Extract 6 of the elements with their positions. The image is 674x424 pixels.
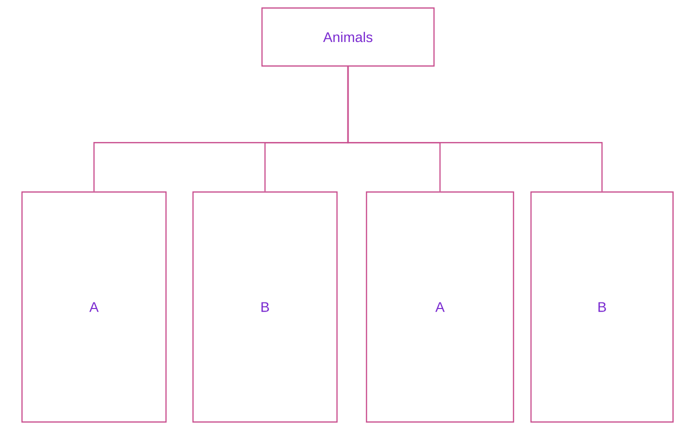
connector-line bbox=[347, 66, 603, 192]
item-box: A bbox=[366, 191, 514, 423]
item-box: B bbox=[192, 191, 338, 423]
item-box: B bbox=[530, 191, 674, 423]
item-box: A bbox=[21, 191, 167, 423]
category-box: Animals bbox=[261, 7, 435, 67]
